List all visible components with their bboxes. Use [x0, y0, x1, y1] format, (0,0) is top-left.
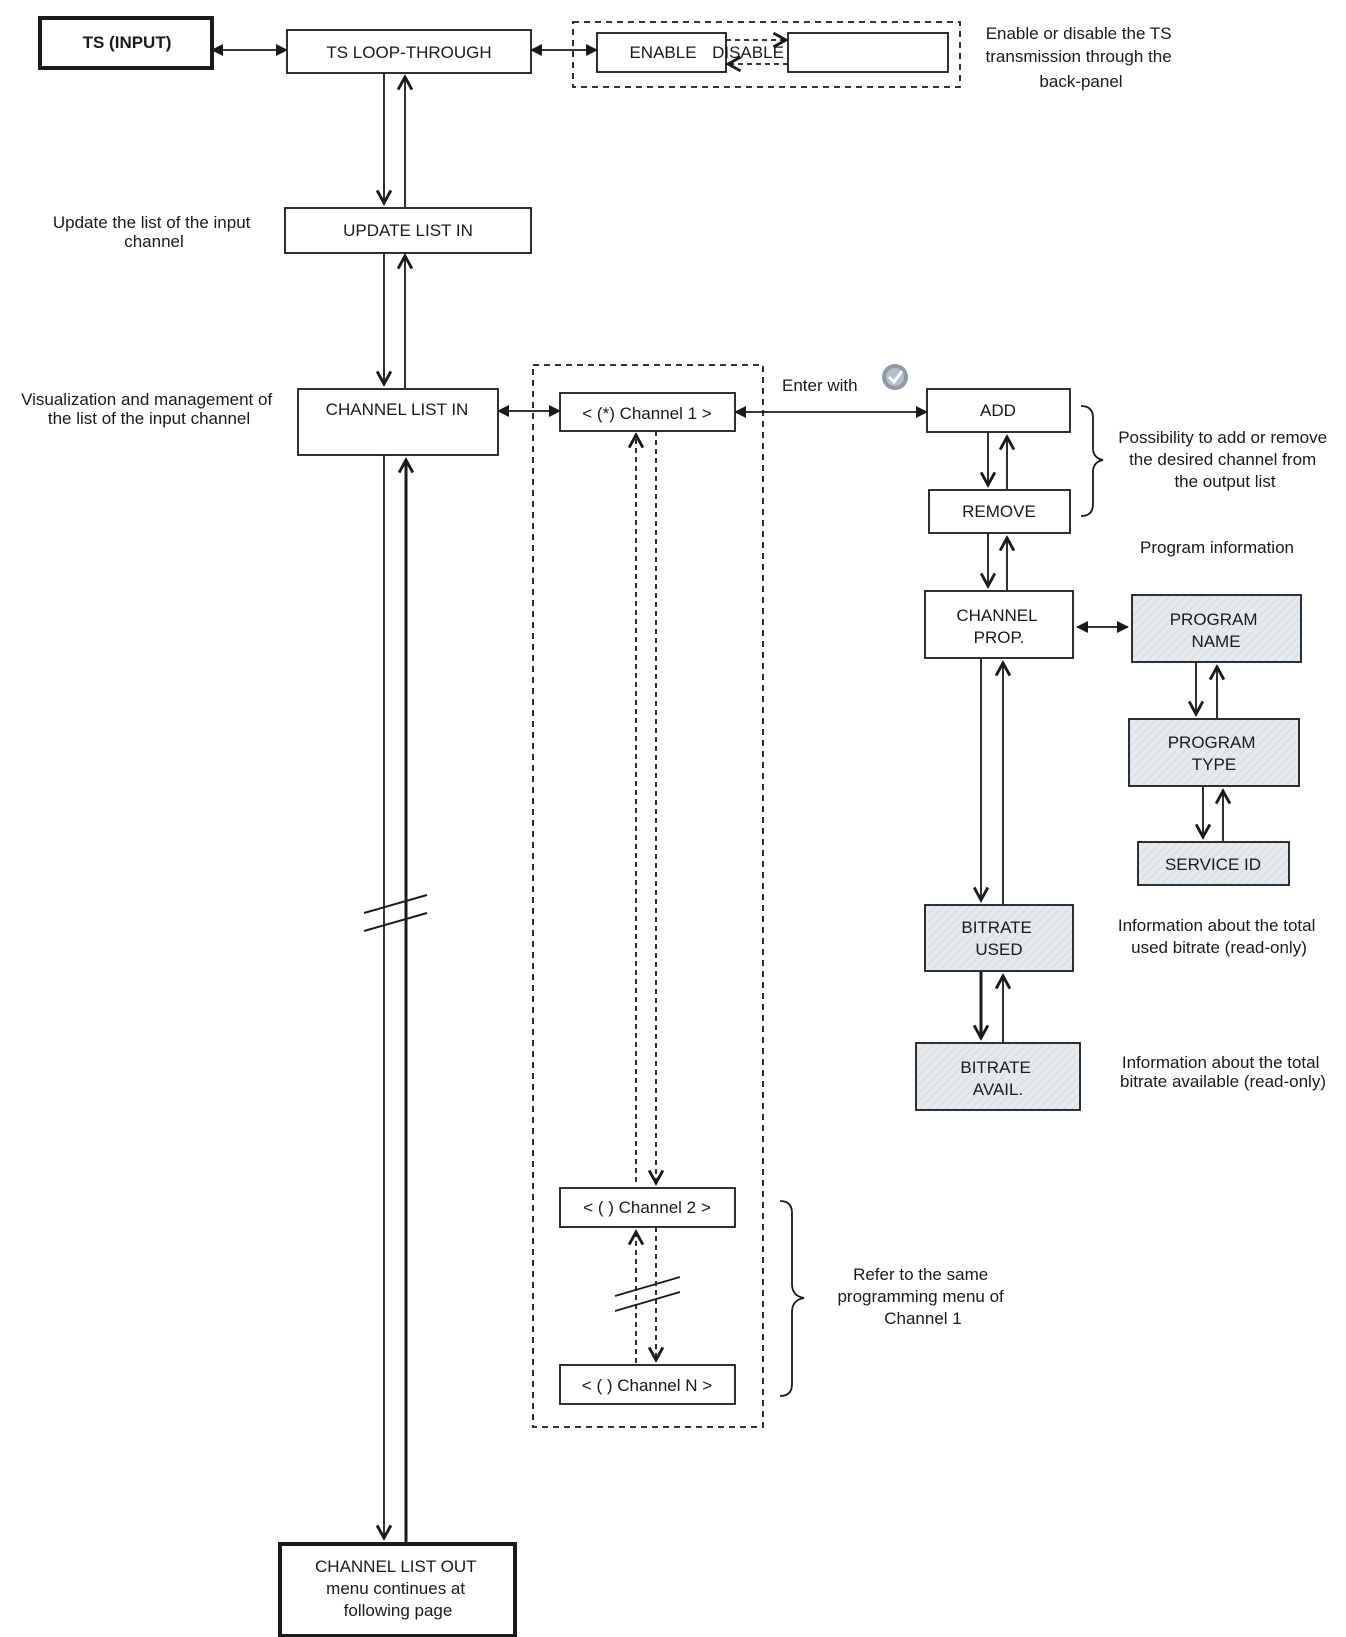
check-circle-icon	[882, 364, 908, 390]
note-add-remove: Possibility to add or remove the desired…	[1118, 428, 1332, 491]
note-refer-same: Refer to the same programming menu of Ch…	[837, 1265, 1008, 1328]
channel-list-in-box[interactable]	[297, 388, 499, 456]
program-type-box[interactable]	[1128, 718, 1300, 787]
channel-group	[532, 364, 764, 1428]
service-id-box[interactable]	[1137, 841, 1290, 886]
remove-box[interactable]	[928, 489, 1071, 534]
brace-channels	[779, 1200, 805, 1397]
ts-input-label: TS (INPUT)	[83, 33, 172, 52]
channel-list-out-label: CHANNEL LIST OUT menu continues at follo…	[315, 1557, 481, 1620]
break-mark	[363, 912, 428, 932]
disable-label: DISABLE	[712, 43, 784, 62]
enable-label: ENABLE	[629, 43, 696, 62]
channel-2-box[interactable]	[559, 1187, 736, 1228]
bitrate-avail-box[interactable]	[915, 1042, 1081, 1111]
note-ts-transmission: Enable or disable the TS transmission th…	[986, 24, 1177, 91]
note-bitrate-avail: Information about the total bitrate avai…	[1120, 1053, 1326, 1091]
bitrate-avail-label: BITRATE AVAIL.	[960, 1058, 1035, 1099]
service-id-label: SERVICE ID	[1165, 855, 1261, 874]
channel-prop-box[interactable]	[924, 590, 1074, 659]
note-enter-with: Enter with	[782, 376, 858, 395]
update-list-label: UPDATE LIST IN	[343, 221, 473, 240]
add-label: ADD	[980, 401, 1016, 420]
note-bitrate-used: Information about the total used bitrate…	[1118, 916, 1320, 957]
ts-input-box[interactable]	[38, 16, 214, 70]
bitrate-used-label: BITRATE USED	[961, 918, 1036, 959]
remove-label: REMOVE	[962, 502, 1036, 521]
program-name-label: PROGRAM NAME	[1170, 610, 1263, 651]
break-mark	[363, 894, 428, 914]
channel-1-label: < (*) Channel 1 >	[582, 404, 712, 423]
note-visualization: Visualization and management of the list…	[21, 390, 277, 428]
channel-n-label: < ( ) Channel N >	[582, 1376, 712, 1395]
bitrate-used-box[interactable]	[924, 904, 1074, 972]
ts-loop-label: TS LOOP-THROUGH	[326, 43, 491, 62]
break-mark	[614, 1276, 681, 1297]
channel-list-in-label: CHANNEL LIST IN	[326, 400, 469, 419]
program-name-box[interactable]	[1131, 594, 1302, 663]
update-list-in-box[interactable]	[284, 207, 532, 254]
channel-n-box[interactable]	[559, 1364, 736, 1405]
channel-prop-label: CHANNEL PROP.	[956, 606, 1041, 647]
note-update-list: Update the list of the input channel	[53, 213, 255, 251]
channel-list-out-box[interactable]	[278, 1542, 517, 1637]
disable-box[interactable]	[787, 32, 949, 73]
note-program-info: Program information	[1140, 538, 1294, 557]
channel-2-label: < ( ) Channel 2 >	[583, 1198, 711, 1217]
program-type-label: PROGRAM TYPE	[1168, 733, 1261, 774]
brace-add-remove	[1080, 405, 1104, 517]
break-mark	[614, 1291, 681, 1312]
